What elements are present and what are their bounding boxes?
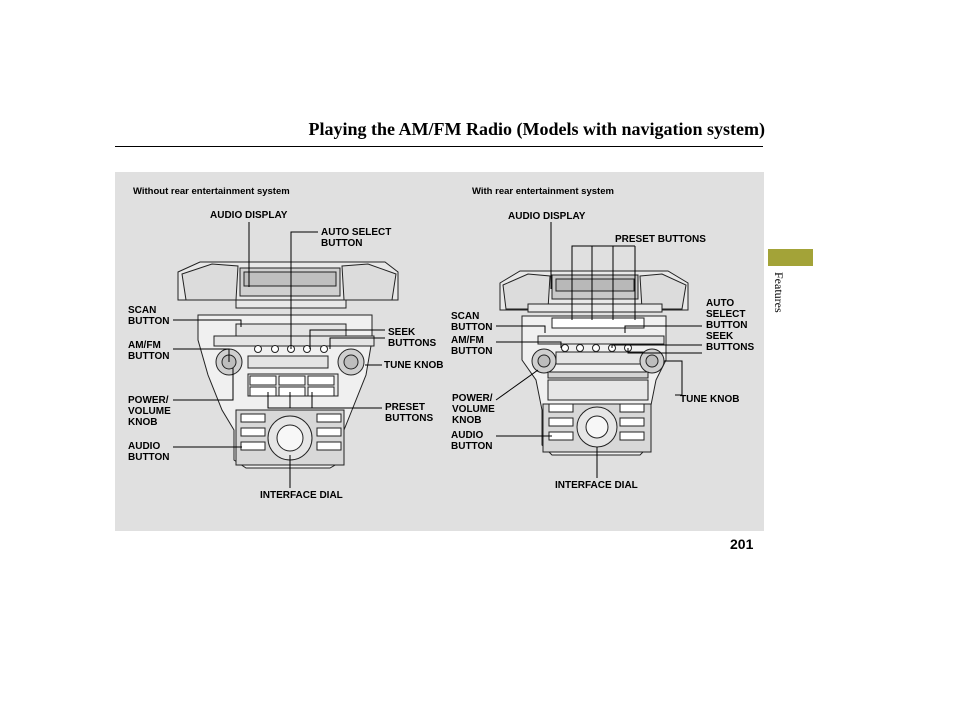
left-interface-label: INTERFACE DIAL — [260, 490, 343, 501]
left-audio-label: AUDIO BUTTON — [128, 441, 170, 463]
left-amfm-label: AM/FM BUTTON — [128, 340, 170, 362]
right-preset-label: PRESET BUTTONS — [615, 234, 706, 245]
page-number: 201 — [730, 536, 754, 552]
right-interface-label: INTERFACE DIAL — [555, 480, 638, 491]
right-audio-display-label: AUDIO DISPLAY — [508, 211, 586, 222]
left-scan-label: SCAN BUTTON — [128, 305, 170, 327]
right-console — [499, 270, 689, 456]
left-audio-display-label: AUDIO DISPLAY — [210, 210, 288, 221]
right-tune-label: TUNE KNOB — [680, 394, 740, 405]
left-leader-lines — [173, 222, 385, 488]
right-caption: With rear entertainment system — [472, 186, 614, 197]
left-auto-select-label: AUTO SELECT BUTTON — [321, 227, 392, 249]
left-console — [177, 261, 399, 469]
left-preset-label: PRESET BUTTONS — [385, 402, 434, 424]
left-caption: Without rear entertainment system — [133, 186, 290, 197]
left-power-label: POWER/ VOLUME KNOB — [128, 395, 171, 428]
right-amfm-label: AM/FM BUTTON — [451, 335, 493, 357]
left-seek-label: SEEK BUTTONS — [388, 327, 437, 349]
right-audio-label: AUDIO BUTTON — [451, 430, 493, 452]
right-seek-label: SEEK BUTTONS — [706, 331, 755, 353]
left-tune-label: TUNE KNOB — [384, 360, 444, 371]
right-power-label: POWER/ VOLUME KNOB — [452, 393, 495, 426]
title-rule — [115, 146, 763, 147]
right-scan-label: SCAN BUTTON — [451, 311, 493, 333]
section-tab — [768, 249, 813, 266]
right-auto-select-label: AUTO SELECT BUTTON — [706, 298, 748, 331]
right-leader-lines — [495, 222, 702, 478]
page-title: Playing the AM/FM Radio (Models with nav… — [308, 119, 766, 139]
section-label: Features — [772, 272, 786, 313]
